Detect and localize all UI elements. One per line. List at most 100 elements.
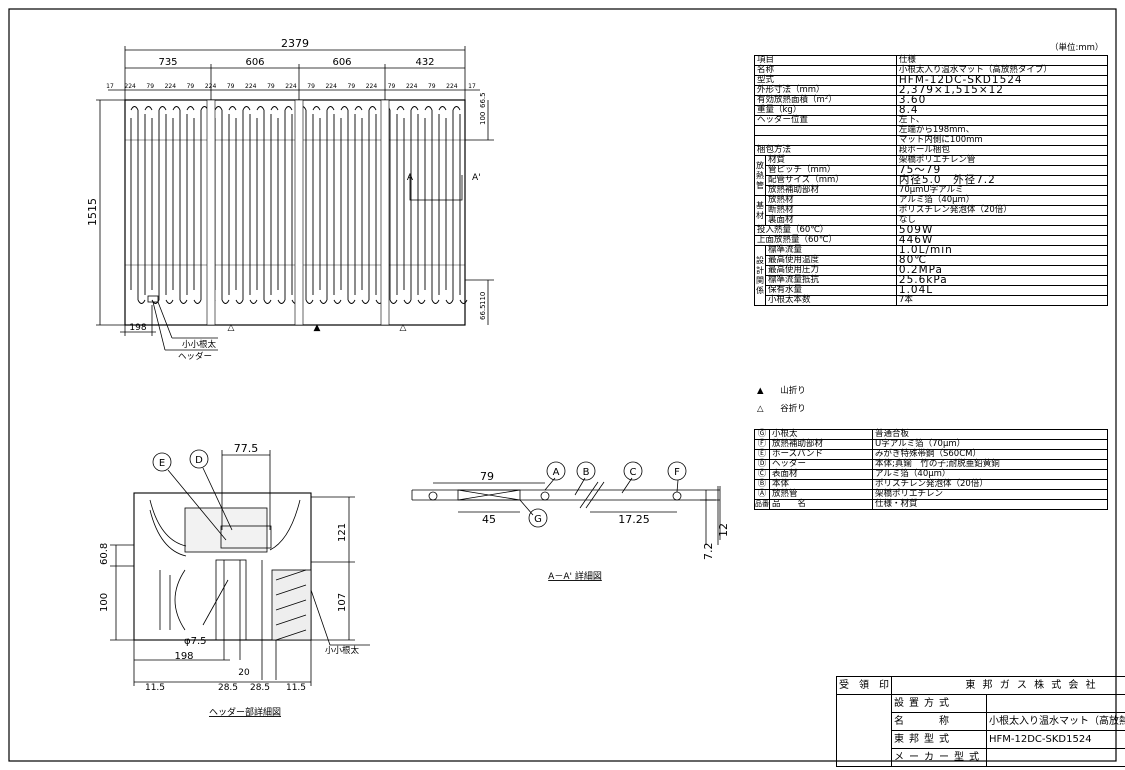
dim-121: 121 bbox=[337, 523, 348, 542]
spec-cell: 2,379×1,515×12 bbox=[895, 85, 1109, 96]
header-bottom-dim: 11.5 bbox=[286, 683, 306, 693]
title-cell: 受 領 印 bbox=[836, 676, 892, 695]
small-dim: 79 bbox=[146, 83, 154, 90]
joist bbox=[206, 99, 216, 326]
pipe-bend bbox=[186, 106, 195, 111]
spec-cell: 項目 bbox=[754, 55, 897, 66]
spec-cell: 最高使用温度 bbox=[765, 255, 897, 266]
dim-107: 107 bbox=[337, 593, 348, 612]
parts-cell: 普通合板 bbox=[872, 429, 1108, 440]
small-dim: 224 bbox=[406, 83, 418, 90]
parts-cell: 本体 bbox=[769, 479, 873, 490]
pipe-bend bbox=[221, 299, 230, 304]
spec-cell: 裏面材 bbox=[765, 215, 897, 226]
section-mark-a-prime: A' bbox=[472, 173, 481, 183]
pipe-bend bbox=[403, 299, 412, 304]
pipe-bend bbox=[284, 106, 293, 111]
mountain-fold-mark: ▲ bbox=[314, 323, 321, 333]
pipe-bend bbox=[130, 106, 139, 111]
valley-fold-icon: △ bbox=[757, 404, 764, 414]
pipe-bend bbox=[249, 299, 258, 304]
overall-width-dim: 2379 bbox=[281, 37, 309, 50]
small-dim: 79 bbox=[267, 83, 275, 90]
pipe-bend bbox=[410, 106, 419, 111]
pipe-bend bbox=[277, 299, 286, 304]
small-dim: 17 bbox=[468, 83, 476, 90]
pipe-bend bbox=[326, 106, 335, 111]
section-dim-17-25: 17.25 bbox=[618, 513, 650, 526]
title-cell: 設置方式 bbox=[891, 694, 987, 713]
spec-cell: 70μmU字アルミ bbox=[895, 185, 1109, 196]
small-dim: 224 bbox=[325, 83, 337, 90]
segment-dim: 735 bbox=[158, 57, 177, 68]
spec-cell: 段ボール梱包 bbox=[895, 145, 1109, 156]
section-callout: A bbox=[553, 467, 560, 478]
joist bbox=[294, 99, 304, 326]
dim-pipe: φ7.5 bbox=[184, 636, 207, 647]
spec-row: 外形寸法（mm）2,379×1,515×12 bbox=[754, 85, 1109, 96]
spec-cell: 内径5.0 外径7.2 bbox=[895, 175, 1109, 186]
header-detail-caption: ヘッダー部詳細図 bbox=[209, 706, 281, 718]
small-dim: 79 bbox=[227, 83, 235, 90]
pipe-bend bbox=[235, 299, 244, 304]
spec-cell: 名称 bbox=[754, 65, 897, 76]
small-dim: 17 bbox=[106, 83, 114, 90]
section-detail-caption: A－A' 詳細図 bbox=[548, 570, 602, 582]
small-dim: 79 bbox=[307, 83, 315, 90]
small-dim: 224 bbox=[285, 83, 297, 90]
spec-cell: 標準流量 bbox=[765, 245, 897, 256]
pipe-bend bbox=[417, 299, 426, 304]
title-row: メーカー型式 bbox=[837, 748, 1125, 767]
pipe-bend bbox=[137, 299, 146, 304]
parts-cell: ヘッダー bbox=[769, 459, 873, 470]
parts-cell: Ⓒ bbox=[754, 469, 770, 480]
spec-cell: 設計関係 bbox=[754, 245, 766, 306]
parts-cell: 表面材 bbox=[769, 469, 873, 480]
small-dim: 224 bbox=[205, 83, 217, 90]
header-bottom-dim: 28.5 bbox=[250, 683, 270, 693]
joist bbox=[380, 99, 390, 326]
spec-row: 梱包方法段ボール梱包 bbox=[754, 145, 1109, 156]
parts-cell: 架橋ポリエチレン bbox=[872, 489, 1108, 500]
small-dim: 224 bbox=[245, 83, 257, 90]
pipe-bend bbox=[172, 106, 181, 111]
segment-dim: 606 bbox=[332, 57, 351, 68]
spec-cell: 標準流量抵抗 bbox=[765, 275, 897, 286]
title-block: 受 領 印東 邦 ガ ス 株 式 会 社設置方式名 称小根太入り温水マット（高放… bbox=[836, 676, 1125, 767]
spec-cell: 1.0L/min bbox=[895, 245, 1109, 256]
small-dim: 224 bbox=[446, 83, 458, 90]
pipe-bend bbox=[193, 299, 202, 304]
legend-valley-label: 谷折り bbox=[780, 404, 806, 414]
parts-cell: U字アルミ箔（70μm） bbox=[872, 439, 1108, 450]
spec-cell: 管ピッチ（mm） bbox=[765, 165, 897, 176]
parts-cell: 品番 bbox=[754, 499, 770, 510]
header-bottom-dim: 28.5 bbox=[218, 683, 238, 693]
title-cell: 東 邦 ガ ス 株 式 会 社 bbox=[891, 676, 1125, 695]
pipe-bend bbox=[445, 299, 454, 304]
callout-d: D bbox=[195, 455, 203, 466]
section-callout: B bbox=[583, 467, 590, 478]
pipe-bend bbox=[228, 106, 237, 111]
parts-cell: 放熱管 bbox=[769, 489, 873, 500]
section-dim-79: 79 bbox=[480, 470, 494, 483]
valley-fold-mark-1: △ bbox=[228, 323, 235, 333]
pipe-bend bbox=[333, 299, 342, 304]
title-cell: 名 称 bbox=[891, 712, 987, 731]
pipe-bend bbox=[396, 106, 405, 111]
pipe-bend bbox=[452, 106, 461, 111]
title-cell bbox=[986, 694, 1125, 713]
header-bottom-dim: 20 bbox=[238, 668, 250, 678]
label-small-root-detail: 小小根太 bbox=[325, 645, 360, 656]
title-row: 設置方式 bbox=[836, 694, 1125, 767]
pipe-bend bbox=[361, 299, 370, 304]
pipe-bend bbox=[144, 106, 153, 111]
parts-cell: 品 名 bbox=[769, 499, 873, 510]
right-dim-top2: 66.5 bbox=[479, 92, 487, 108]
